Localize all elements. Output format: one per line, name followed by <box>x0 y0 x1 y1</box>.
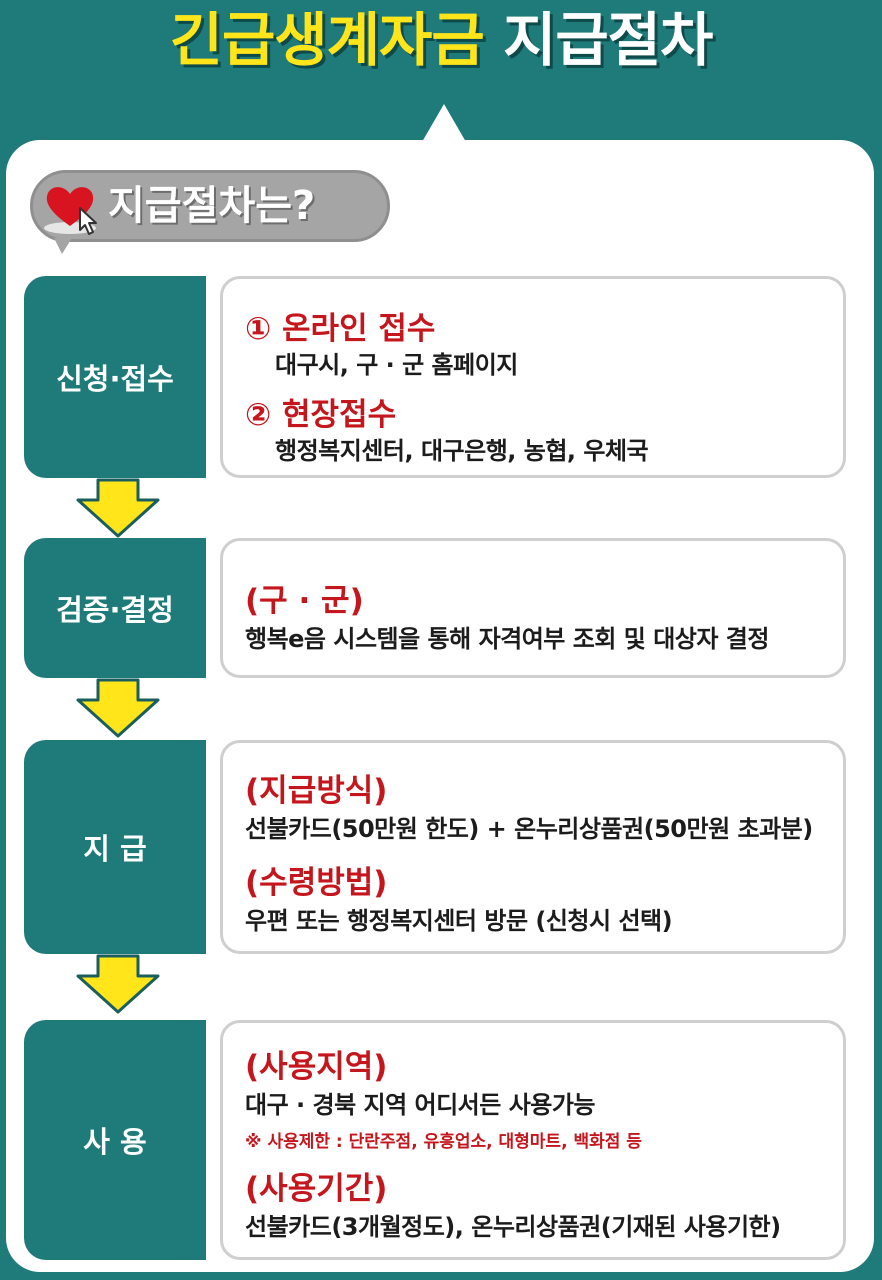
step-heading: (구 · 군) <box>245 583 364 619</box>
page-title: 긴급생계자금 지급절차 <box>0 0 882 80</box>
step-text: 대구시, 구 · 군 홈페이지 <box>275 351 518 379</box>
title-highlight: 긴급생계자금 <box>169 6 485 74</box>
step-card-payment: (지급방식) 선불카드(50만원 한도) + 온누리상품권(50만원 초과분) … <box>220 740 846 954</box>
step-heading: (사용기간) <box>245 1171 388 1207</box>
stage-label: 지 급 <box>83 832 147 866</box>
step-text: 행정복지센터, 대구은행, 농협, 우체국 <box>275 437 649 465</box>
intro-label: 지급절차는? <box>108 183 316 229</box>
heart-cursor-icon <box>44 187 97 235</box>
step-heading: (지급방식) <box>245 773 388 809</box>
step-heading: ② 현장접수 <box>245 397 397 433</box>
arrow-down-icon <box>76 678 160 738</box>
stage-label: 사 용 <box>83 1125 147 1159</box>
step-text: 행복e음 시스템을 통해 자격여부 조회 및 대상자 결정 <box>245 625 769 653</box>
usage-restriction-note: ※ 사용제한 : 단란주점, 유흥업소, 대형마트, 백화점 등 <box>245 1132 642 1152</box>
stage-label: 검증·결정 <box>56 593 174 627</box>
stage-usage: 사 용 <box>24 1020 206 1260</box>
step-text: 대구 · 경북 지역 어디서든 사용가능 <box>245 1091 596 1119</box>
step-text: 우편 또는 행정복지센터 방문 (신청시 선택) <box>245 907 673 935</box>
step-heading: ① 온라인 접수 <box>245 311 436 347</box>
panel-pointer <box>422 104 466 142</box>
stage-apply: 신청·접수 <box>24 276 206 478</box>
step-heading: (사용지역) <box>245 1049 388 1085</box>
arrow-down-icon <box>76 478 160 538</box>
bubble-tail <box>54 238 72 254</box>
title-main: 지급절차 <box>502 6 713 74</box>
step-card-apply: ① 온라인 접수 대구시, 구 · 군 홈페이지 ② 현장접수 행정복지센터, … <box>220 276 846 478</box>
step-card-verify: (구 · 군) 행복e음 시스템을 통해 자격여부 조회 및 대상자 결정 <box>220 538 846 678</box>
step-heading: (수령방법) <box>245 865 388 901</box>
stage-payment: 지 급 <box>24 740 206 954</box>
stage-verify: 검증·결정 <box>24 538 206 678</box>
stage-label: 신청·접수 <box>56 362 174 396</box>
step-card-usage: (사용지역) 대구 · 경북 지역 어디서든 사용가능 ※ 사용제한 : 단란주… <box>220 1020 846 1260</box>
step-text: 선불카드(3개월정도), 온누리상품권(기재된 사용기한) <box>245 1213 781 1241</box>
arrow-down-icon <box>76 954 160 1014</box>
step-text: 선불카드(50만원 한도) + 온누리상품권(50만원 초과분) <box>245 815 813 843</box>
